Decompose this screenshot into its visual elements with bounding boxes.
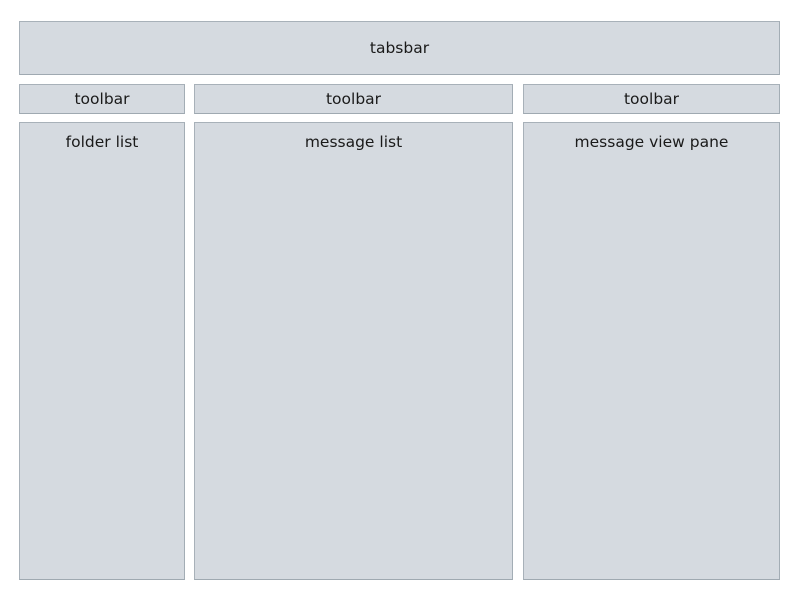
folder-toolbar-label: toolbar bbox=[74, 89, 130, 108]
message-toolbar-label: toolbar bbox=[325, 89, 382, 108]
message-list-pane-label: message list bbox=[304, 133, 403, 151]
folder-list-pane-label: folder list bbox=[65, 133, 139, 151]
view-toolbar-region: toolbar bbox=[523, 84, 780, 114]
message-toolbar-region: toolbar bbox=[194, 84, 513, 114]
message-list-pane: message list bbox=[194, 122, 513, 580]
tabsbar-region: tabsbar bbox=[19, 21, 780, 75]
folder-toolbar-region: toolbar bbox=[19, 84, 185, 114]
message-view-pane: message view pane bbox=[523, 122, 780, 580]
message-view-pane-label: message view pane bbox=[574, 133, 729, 151]
view-toolbar-label: toolbar bbox=[623, 89, 680, 108]
tabsbar-label: tabsbar bbox=[369, 38, 430, 57]
folder-list-pane: folder list bbox=[19, 122, 185, 580]
